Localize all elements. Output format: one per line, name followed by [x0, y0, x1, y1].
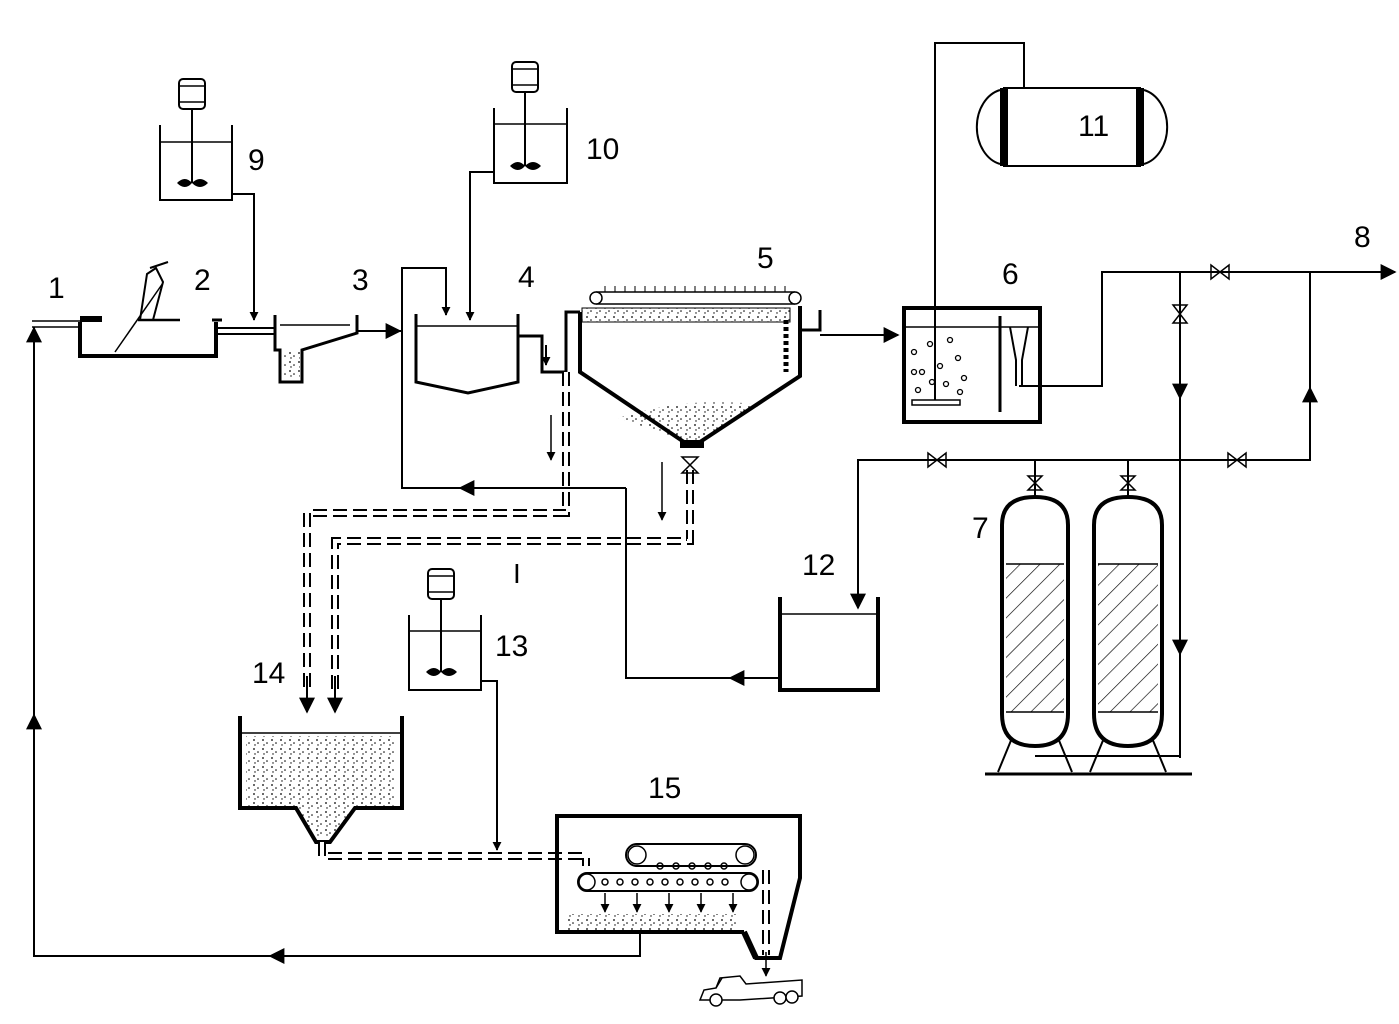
inlet-pipe — [32, 316, 102, 328]
backwash-return-line — [625, 488, 780, 679]
label-backwash-tank: 12 — [802, 549, 835, 582]
label-sludge-thickener: 14 — [252, 657, 285, 690]
label-sludge-line-mark: I — [513, 558, 521, 589]
thickened-sludge-line — [318, 842, 590, 866]
recirculation-line — [400, 267, 451, 332]
dosing-line-9 — [232, 193, 259, 321]
label-dosing-tank-10: 10 — [586, 133, 619, 166]
bottom-sludge-line — [331, 470, 694, 690]
label-dosing-tank-13: 13 — [495, 630, 528, 663]
bypass-valve — [1171, 304, 1189, 324]
label-screen-channel: 2 — [194, 264, 211, 297]
pipe-4-to-5 — [518, 334, 566, 374]
screen-channel — [78, 261, 222, 358]
truck-icon — [698, 975, 803, 1007]
label-outlet: 8 — [1354, 221, 1371, 254]
filter-column-right — [1089, 460, 1167, 773]
dosing-line-13 — [481, 680, 502, 851]
filter-column-left — [997, 460, 1073, 773]
return-line-to-mixing — [401, 331, 626, 489]
clarifier-outlet-pipe — [800, 310, 822, 332]
scum-sludge-line — [303, 372, 570, 690]
label-mixing-box: 3 — [352, 264, 369, 297]
label-filter-columns: 7 — [972, 512, 989, 545]
label-ozone-generator: 11 — [1078, 110, 1109, 143]
dosing-line-10 — [465, 171, 494, 321]
label-flotation-clarifier: 5 — [757, 242, 774, 275]
dosing-tank-13 — [408, 568, 482, 691]
valve-backwash-line — [927, 451, 947, 469]
belt-filter-press — [555, 814, 802, 960]
label-dosing-tank-9: 9 — [248, 144, 265, 177]
ozone-generator — [975, 87, 1169, 167]
filtrate-return-line — [33, 327, 641, 957]
clarifier-drain-valve — [680, 456, 700, 474]
dosing-tank-10 — [493, 61, 568, 184]
flotation-clarifier — [564, 286, 802, 448]
mixing-box — [273, 315, 359, 384]
ozone-contact-tank — [902, 306, 1042, 424]
flocculation-tank — [414, 314, 520, 395]
sludge-thickener — [238, 716, 404, 844]
valve-filtered-line — [1227, 451, 1247, 469]
ozone-feed-line — [934, 42, 1025, 404]
outlet-valve — [1210, 263, 1230, 281]
label-flocculation-tank: 4 — [518, 261, 535, 294]
backwash-tank — [778, 597, 880, 692]
label-belt-filter-press: 15 — [648, 772, 681, 805]
filtered-water-line — [857, 272, 1311, 575]
pipe-6-to-outlet — [1019, 271, 1312, 387]
label-ozone-contact-tank: 6 — [1002, 258, 1019, 291]
label-inlet: 1 — [48, 272, 65, 305]
dosing-tank-9 — [159, 78, 233, 201]
